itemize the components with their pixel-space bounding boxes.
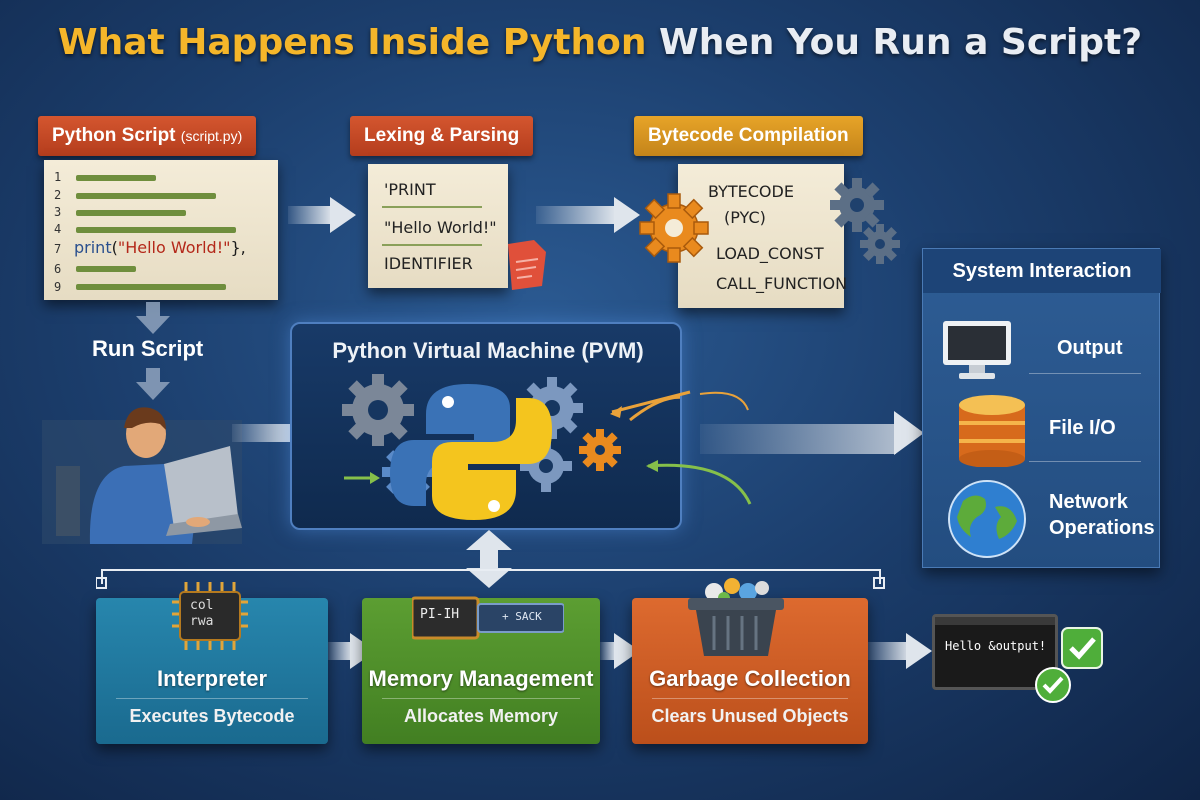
divider [652, 698, 848, 699]
interpreter-subtitle: Executes Bytecode [129, 706, 295, 726]
flow-arrow-icon [894, 411, 924, 455]
flow-arrow-shaft [868, 642, 910, 660]
bytecode-line: LOAD_CONST [716, 244, 824, 263]
red-document-icon [508, 240, 546, 290]
bytecode-line: BYTECODE [708, 182, 794, 201]
flow-arrow-shaft [700, 424, 896, 454]
memory-chip-text: PI-IH [420, 607, 460, 622]
divider [382, 698, 580, 699]
line-number: 4 [54, 222, 62, 236]
flow-arrow-icon [330, 197, 356, 233]
interpreter-box: Interpreter Executes Bytecode [96, 598, 328, 744]
developer-illustration [42, 407, 242, 544]
line-number: 6 [54, 262, 62, 276]
token-divider [382, 206, 482, 208]
globe-icon [948, 480, 1026, 558]
script-label-text: Python Script [52, 125, 176, 146]
cpu-chip-icon: col rwa [172, 580, 248, 652]
chip-text: rwa [190, 614, 214, 629]
bytecode-card: BYTECODE (PYC) LOAD_CONST CALL_FUNCTION [678, 164, 848, 308]
print-keyword: print [74, 238, 112, 257]
code-bar [76, 193, 216, 199]
print-paren: ( [111, 238, 118, 257]
line-number: 3 [54, 205, 62, 219]
print-statement: print("Hello World!"}, [74, 238, 246, 257]
divider [1029, 373, 1141, 374]
garbage-title: Garbage Collection [649, 666, 851, 691]
bytecode-line: (PYC) [724, 208, 766, 227]
system-interaction-panel: System Interaction Output File I/O Netwo… [922, 248, 1161, 568]
interpreter-title: Interpreter [156, 666, 268, 691]
title-highlight: What Happens Inside Python [57, 22, 647, 63]
terminal-titlebar [935, 617, 1055, 625]
pvm-connector-arrows [610, 390, 752, 505]
chip-text: col [190, 598, 214, 613]
script-label-filename: (script.py) [180, 128, 243, 144]
pvm-gears-illustration [342, 374, 680, 520]
down-arrow-icon [136, 368, 170, 400]
bytecode-label: Bytecode Compilation [634, 116, 863, 156]
code-bar [76, 284, 226, 290]
gray-gear-icon [860, 224, 900, 264]
code-bar [76, 266, 136, 272]
memory-module-icon: PI-IH + SACK [412, 594, 564, 640]
system-item-operations: Operations [1049, 517, 1155, 539]
terminal-output: Hello &output! [945, 639, 1047, 653]
flow-arrow-shaft [328, 642, 352, 660]
script-label: Python Script (script.py) [38, 116, 257, 156]
check-square-icon [1061, 627, 1103, 669]
print-string: "Hello World!" [117, 238, 231, 257]
trash-bin-icon [688, 578, 784, 656]
pvm-title: Python Virtual Machine (PVM) [332, 338, 644, 363]
down-arrow-icon [136, 302, 170, 334]
code-bar [76, 227, 236, 233]
line-number: 9 [54, 280, 62, 294]
bytecode-line: CALL_FUNCTION [716, 274, 848, 293]
memory-title: Memory Management [368, 666, 594, 691]
page-title: What Happens Inside Python When You Run … [0, 22, 1200, 63]
token: 'PRINT [384, 180, 436, 199]
lexing-label: Lexing & Parsing [350, 116, 534, 156]
gray-gear-icon [830, 178, 884, 232]
flow-arrow-icon [614, 197, 640, 233]
flow-arrow-shaft [232, 424, 294, 442]
divider [116, 698, 308, 699]
system-item-file-io: File I/O [1049, 417, 1116, 439]
system-item-output: Output [1057, 337, 1123, 359]
check-circle-icon [1035, 667, 1071, 703]
line-number: 2 [54, 188, 62, 202]
stack-chip-text: + SACK [502, 610, 542, 623]
token: IDENTIFIER [384, 254, 473, 273]
connector-bracket [96, 569, 885, 589]
divider [1029, 461, 1141, 462]
line-number: 7 [54, 242, 62, 256]
code-bar [76, 175, 156, 181]
script-card: 1 2 3 4 7 6 9 print("Hello World!"}, [44, 160, 278, 300]
lexing-card: 'PRINT "Hello World!" IDENTIFIER [368, 164, 508, 288]
flow-arrow-shaft [536, 206, 616, 224]
garbage-subtitle: Clears Unused Objects [651, 706, 849, 726]
flow-arrow-icon [906, 633, 932, 669]
system-interaction-title: System Interaction [923, 249, 1161, 293]
monitor-icon [943, 321, 1011, 379]
title-rest: When You Run a Script? [646, 22, 1143, 63]
bidirectional-arrow-icon [466, 530, 512, 588]
flow-arrow-shaft [600, 642, 616, 660]
token: "Hello World!" [384, 218, 497, 237]
print-close: }, [230, 238, 246, 257]
database-icon [959, 395, 1025, 467]
line-number: 1 [54, 170, 62, 184]
code-bar [76, 210, 186, 216]
run-script-label: Run Script [92, 336, 204, 361]
flow-arrow-shaft [288, 206, 332, 224]
token-divider [382, 244, 482, 246]
system-item-network: Network [1049, 491, 1128, 513]
memory-subtitle: Allocates Memory [403, 706, 559, 726]
orange-gear-icon [639, 193, 709, 263]
